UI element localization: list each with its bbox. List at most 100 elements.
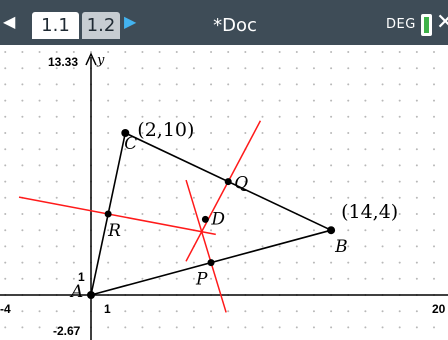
close-icon[interactable]: ✕ [436, 10, 448, 35]
point-q[interactable] [224, 178, 232, 186]
graph-canvas[interactable]: 13.33 y -4 20 1 1 -2.67 [0, 45, 448, 340]
grid-dot [175, 67, 178, 70]
grid-dot [244, 326, 247, 329]
tab-1-1[interactable]: 1.1 [32, 12, 79, 39]
grid-dot [55, 83, 58, 86]
grid-dot [21, 132, 24, 134]
point-c[interactable] [121, 129, 130, 137]
grid-dot [347, 310, 350, 313]
grid-dot [55, 115, 58, 118]
grid-dot [141, 310, 144, 313]
grid-dot [364, 310, 367, 313]
grid-dot [124, 67, 127, 70]
grid-dot [364, 277, 367, 280]
grid-dot [210, 115, 213, 118]
grid-dot [210, 196, 213, 199]
grid-dot [398, 67, 401, 70]
x-max-label: 20 [432, 302, 446, 316]
grid-dot [295, 261, 298, 264]
grid-dot [192, 213, 195, 215]
grid-dot [330, 83, 333, 86]
grid-dot [21, 229, 24, 232]
nav-right-icon[interactable]: ▶ [124, 12, 137, 31]
grid-dot [312, 51, 315, 53]
grid-dot [330, 132, 333, 134]
point-r[interactable] [104, 210, 112, 218]
grid-dot [364, 51, 367, 53]
grid-dot [278, 277, 281, 280]
grid-dot [347, 51, 350, 53]
grid-dot [278, 326, 281, 329]
grid-dot [158, 132, 161, 134]
bisector-ca[interactable] [18, 196, 216, 236]
grid-dot [210, 132, 213, 134]
grid-dot [381, 229, 384, 232]
grid-dot [21, 277, 24, 280]
grid-dot [227, 83, 230, 86]
grid-dot [158, 83, 161, 86]
battery-icon [421, 14, 432, 36]
grid-dot [261, 261, 264, 264]
bisector-bc[interactable] [185, 120, 262, 262]
grid-dot [330, 180, 333, 183]
bisector-ab[interactable] [185, 179, 227, 313]
grid-dot [227, 99, 230, 102]
grid-dot [433, 245, 435, 248]
grid-dot [21, 245, 24, 248]
grid-dot [55, 196, 58, 199]
point-a[interactable] [87, 291, 95, 299]
point-d[interactable] [201, 215, 209, 223]
grid-dot [107, 180, 110, 183]
grid-dot [433, 99, 435, 102]
point-b[interactable] [327, 226, 336, 235]
grid-dot [312, 277, 315, 280]
grid-dot [55, 51, 58, 53]
grid-dot [398, 245, 401, 248]
grid-dot [312, 180, 315, 183]
grid-dot [261, 115, 264, 118]
grid-dot [21, 51, 24, 53]
grid-dot [398, 229, 401, 232]
label-a: A [69, 282, 83, 302]
grid-dot [364, 213, 367, 215]
grid-dot [141, 115, 144, 118]
grid-dot [381, 310, 384, 313]
grid-dot [192, 261, 195, 264]
grid-dot [38, 132, 41, 134]
grid-dot [330, 326, 333, 329]
grid-dot [364, 83, 367, 86]
points[interactable] [87, 129, 336, 299]
grid-dot [175, 148, 178, 151]
grid-dot [433, 51, 435, 53]
perpendicular-bisectors[interactable] [18, 120, 262, 313]
grid-dot [107, 148, 110, 151]
grid-dot [72, 164, 75, 167]
point-p[interactable] [207, 259, 215, 267]
grid-dot [192, 115, 195, 118]
grid-dot [158, 164, 161, 167]
nav-left-icon[interactable]: ◀ [3, 12, 16, 31]
grid-dot [295, 132, 298, 134]
grid-dot [192, 196, 195, 199]
grid-dot [278, 213, 281, 215]
grid-dot [227, 132, 230, 134]
grid-dot [261, 132, 264, 134]
grid-dot [433, 164, 435, 167]
grid-dot [158, 310, 161, 313]
grid-dot [330, 213, 333, 215]
grid-dot [38, 196, 41, 199]
tab-1-2[interactable]: 1.2 [82, 12, 120, 39]
grid-dot [21, 326, 24, 329]
grid-dot [55, 213, 58, 215]
grid-dot [227, 310, 230, 313]
grid-dot [244, 310, 247, 313]
grid-dot [415, 196, 418, 199]
label-b: B [334, 237, 348, 257]
grid-dot [364, 326, 367, 329]
grid-dot [415, 148, 418, 151]
grid-dot [261, 213, 264, 215]
grid-dot [364, 148, 367, 151]
point-labels: A B C P Q R D (2,10) (14,4) [69, 119, 398, 302]
grid-dot [312, 229, 315, 232]
grid-dot [124, 310, 127, 313]
